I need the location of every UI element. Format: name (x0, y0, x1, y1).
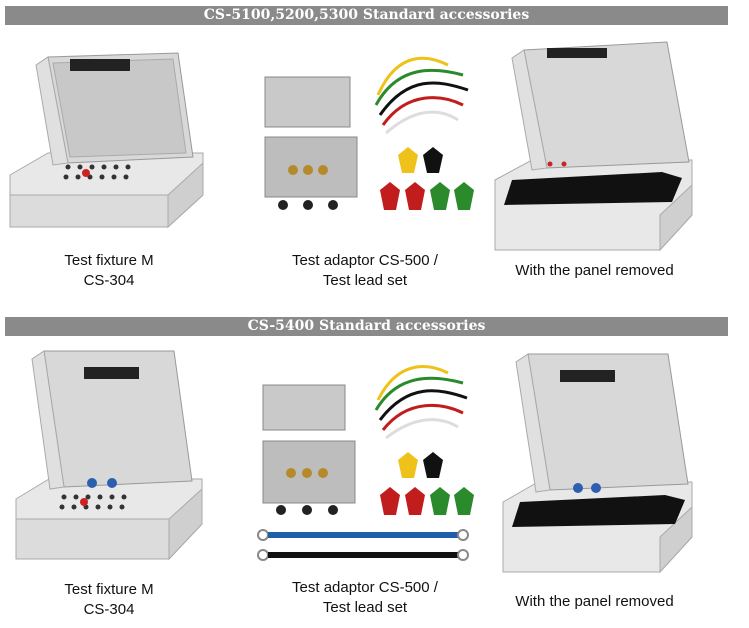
caption-line-1: Test fixture M (64, 252, 154, 269)
section-2-header: CS-5400 Standard accessories (5, 317, 728, 336)
caption-line-1: Test adaptor CS-500 / (292, 579, 438, 596)
caption-panel-removed: With the panel removed (497, 261, 692, 281)
caption-line-1: Test adaptor CS-500 / (292, 252, 438, 269)
caption-test-adaptor: Test adaptor CS-500 / Test lead set (265, 251, 465, 291)
test-fixture-image (9, 52, 204, 229)
caption-test-adaptor: Test adaptor CS-500 / Test lead set (265, 578, 465, 618)
caption-line-2: CS-304 (83, 272, 135, 289)
caption-line-2: Test lead set (322, 599, 408, 616)
caption-panel-removed: With the panel removed (497, 592, 692, 612)
test-fixture-image (15, 350, 203, 561)
caption-test-fixture: Test fixture M CS-304 (34, 251, 184, 291)
caption-test-fixture: Test fixture M CS-304 (34, 580, 184, 620)
panel-removed-image (502, 353, 693, 574)
caption-line-2: Test lead set (322, 272, 408, 289)
caption-line-1: Test fixture M (64, 581, 154, 598)
section-1-header: CS-5100,5200,5300 Standard accessories (5, 6, 728, 25)
panel-removed-image (494, 41, 693, 252)
caption-line-1: With the panel removed (515, 262, 674, 279)
test-adaptor-image (257, 365, 474, 561)
test-adaptor-image (264, 56, 474, 210)
caption-line-2: CS-304 (83, 601, 135, 618)
caption-line-1: With the panel removed (515, 593, 674, 610)
